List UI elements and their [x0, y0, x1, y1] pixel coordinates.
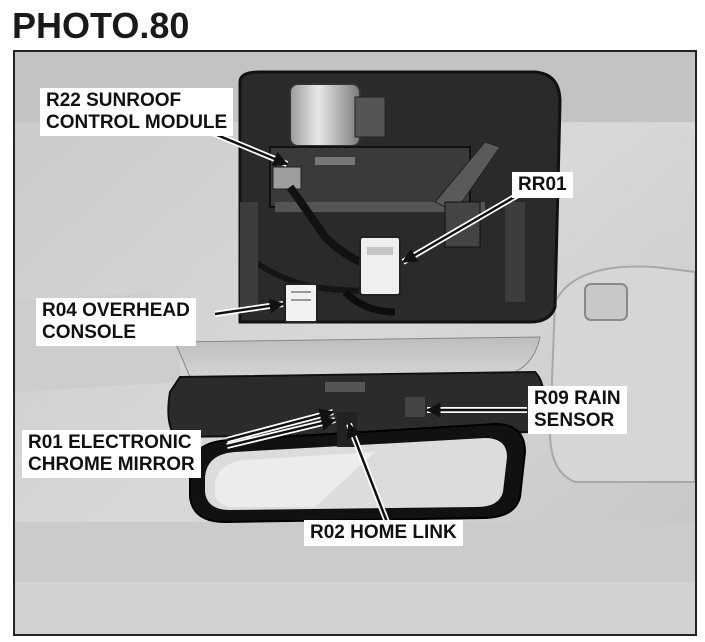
callout-r04-overhead-console: R04 OVERHEAD CONSOLE — [36, 298, 196, 346]
callout-rr01: RR01 — [512, 172, 573, 198]
callout-r04-line2: CONSOLE — [42, 322, 136, 343]
photo-frame — [13, 50, 697, 636]
photo-title: PHOTO.80 — [12, 5, 190, 46]
callout-r04-line1: R04 OVERHEAD — [42, 300, 190, 321]
callout-r01-line1: R01 ELECTRONIC — [28, 432, 192, 453]
callout-r22-line2: CONTROL MODULE — [46, 112, 228, 133]
callout-r09-line1: R09 RAIN — [534, 388, 621, 409]
callout-r09-line2: SENSOR — [534, 410, 615, 431]
callout-rr01-line1: RR01 — [518, 174, 567, 195]
callout-r01-line2: CHROME MIRROR — [28, 454, 195, 475]
callout-r02-home-link: R02 HOME LINK — [304, 520, 463, 546]
callout-arrows — [203, 127, 527, 524]
callout-r22-sunroof-control-module: R22 SUNROOF CONTROL MODULE — [40, 88, 234, 136]
callout-r01-electronic-chrome-mirror: R01 ELECTRONIC CHROME MIRROR — [22, 430, 201, 478]
callout-r22-line1: R22 SUNROOF — [46, 90, 182, 111]
callout-r02-line1: R02 HOME LINK — [310, 522, 457, 543]
callout-r09-rain-sensor: R09 RAIN SENSOR — [528, 386, 627, 434]
